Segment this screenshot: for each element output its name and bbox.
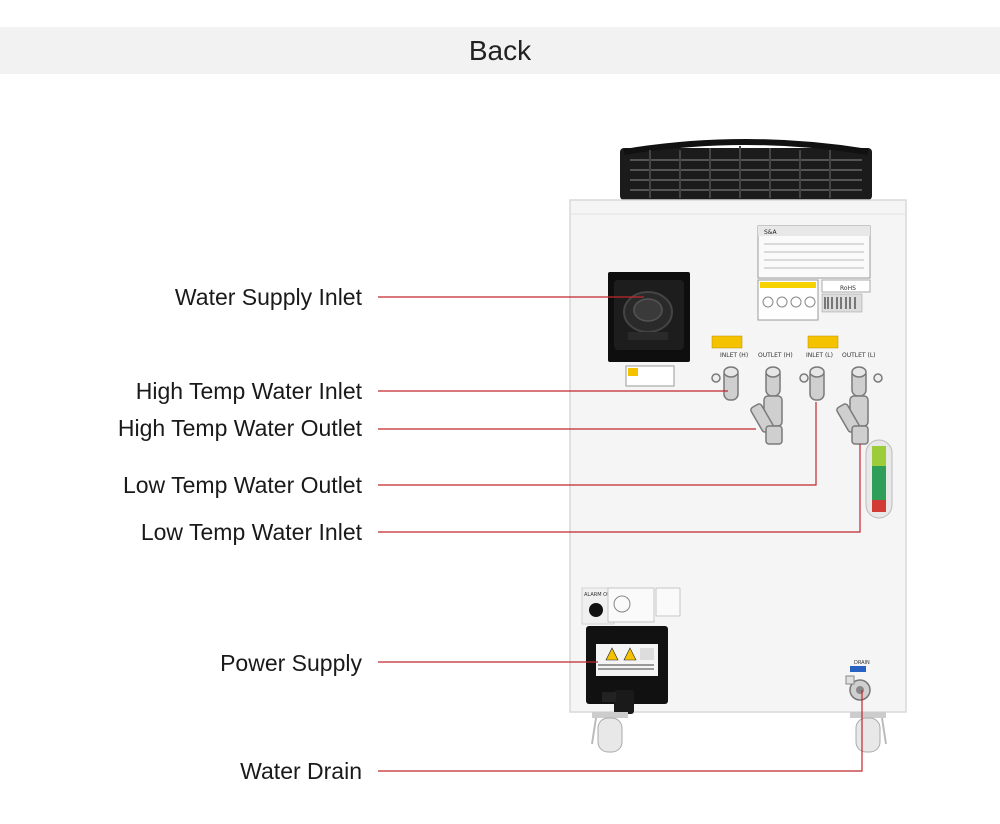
callout-high-temp-water-inlet: High Temp Water Inlet: [135, 378, 362, 404]
callout-water-supply-inlet: Water Supply Inlet: [174, 284, 362, 310]
caster-left: [591, 712, 628, 753]
drain-valve: DRAIN: [845, 660, 871, 701]
leader-water-drain: [378, 690, 863, 772]
brand-text: S&A: [764, 229, 777, 236]
port-label-outlet-l: OUTLET (L): [842, 352, 876, 359]
nameplate: S&A RoHS: [757, 225, 871, 321]
power-panel: ALARM OUTPUT: [581, 587, 681, 714]
port-label-outlet-h: OUTLET (H): [758, 352, 793, 359]
alarm-output-label: ALARM OUTPUT: [584, 592, 624, 598]
port-fittings: [711, 366, 883, 445]
callout-low-temp-water-outlet: Low Temp Water Outlet: [122, 472, 362, 498]
callout-low-temp-water-inlet: Low Temp Water Inlet: [140, 519, 362, 545]
caster-right: [850, 712, 887, 753]
drain-label: DRAIN: [854, 660, 870, 666]
callout-high-temp-water-outlet: High Temp Water Outlet: [117, 415, 362, 441]
rohs-mark: RoHS: [840, 285, 856, 292]
leader-low-temp-water-outlet: [378, 402, 817, 486]
leader-lines: [378, 296, 863, 772]
page-title: Back: [468, 35, 532, 66]
water-level-gauge: [865, 439, 893, 519]
callout-power-supply: Power Supply: [220, 650, 362, 676]
port-label-inlet-l: INLET (L): [806, 352, 833, 359]
fan-guard: [620, 139, 872, 200]
water-supply-inlet-box: [608, 272, 690, 362]
header-band: [0, 27, 1000, 74]
callout-water-drain: Water Drain: [240, 758, 362, 784]
warning-sticker-small: [625, 365, 675, 387]
port-label-inlet-h: INLET (H): [720, 352, 748, 359]
leader-low-temp-water-inlet: [378, 444, 861, 533]
